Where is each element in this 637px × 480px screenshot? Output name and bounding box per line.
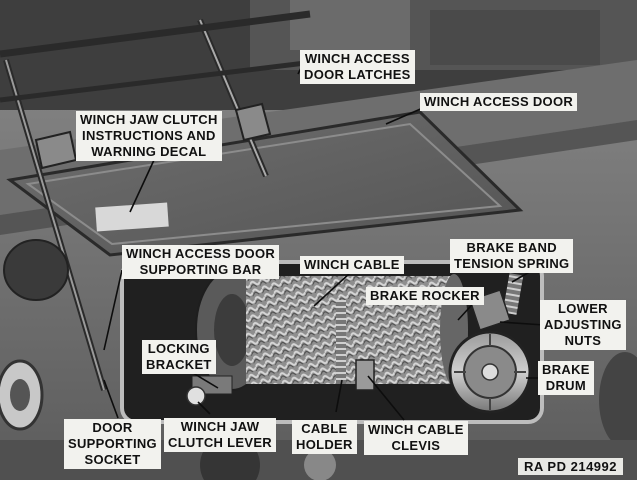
callout-lower-adjusting-nuts: LOWER ADJUSTING NUTS	[540, 300, 626, 350]
plate-id: RA PD 214992	[518, 458, 623, 475]
callout-brake-rocker: BRAKE ROCKER	[366, 287, 484, 305]
callout-cable-holder: CABLE HOLDER	[292, 420, 357, 454]
callout-clutch-lever: WINCH JAW CLUTCH LEVER	[164, 418, 276, 452]
warning-decal-shape	[95, 202, 169, 232]
callout-brake-drum: BRAKE DRUM	[538, 361, 594, 395]
callout-door-socket: DOOR SUPPORTING SOCKET	[64, 419, 161, 469]
callout-locking-bracket: LOCKING BRACKET	[142, 340, 216, 374]
callout-access-door: WINCH ACCESS DOOR	[420, 93, 578, 111]
callout-winch-cable: WINCH CABLE	[300, 256, 404, 274]
callout-door-latches: WINCH ACCESS DOOR LATCHES	[300, 50, 415, 84]
callout-cable-clevis: WINCH CABLE CLEVIS	[364, 421, 468, 455]
brake-spring-shape	[502, 273, 524, 315]
callout-clutch-decal: WINCH JAW CLUTCH INSTRUCTIONS AND WARNIN…	[76, 111, 222, 161]
callout-supporting-bar: WINCH ACCESS DOOR SUPPORTING BAR	[122, 245, 280, 279]
callout-brake-band-spring: BRAKE BAND TENSION SPRING	[450, 239, 574, 273]
